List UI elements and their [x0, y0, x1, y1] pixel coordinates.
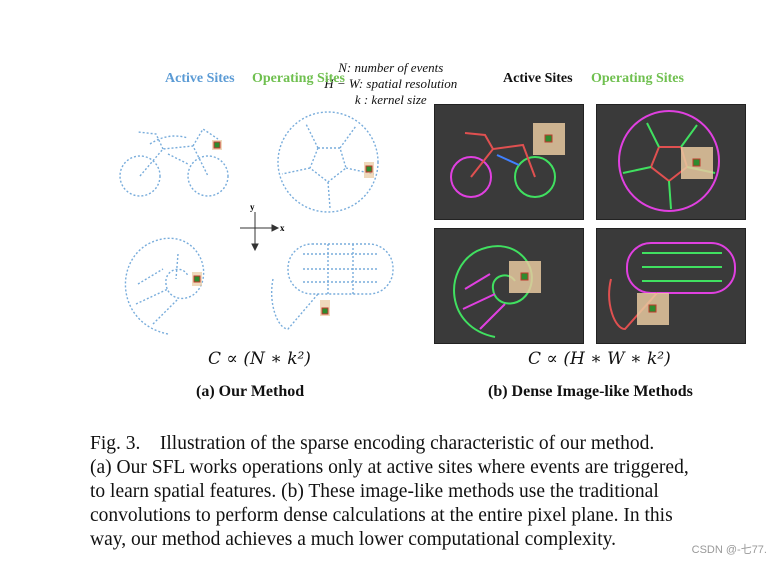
left-operating-sites-label: Operating Sites	[252, 71, 345, 86]
right-operating-sites-label: Operating Sites	[591, 71, 684, 86]
figure-caption: Fig. 3. Illustration of the sparse encod…	[90, 432, 760, 552]
sparse-event-panel: y x	[108, 104, 420, 344]
caption-line: way, our method achieves a much lower co…	[90, 529, 616, 550]
left-subcaption: (a) Our Method	[196, 383, 305, 400]
axis-y-label: y	[250, 202, 255, 212]
right-active-sites-label: Active Sites	[503, 71, 573, 86]
soccer-ball-sketch	[277, 111, 379, 213]
left-complexity-formula: C ∝ (N ∗ k²)	[208, 349, 311, 369]
tuba-sketch	[271, 243, 394, 330]
dense-tile-motorbike	[434, 104, 584, 220]
caption-line: (a) Our SFL works operations only at act…	[90, 457, 689, 478]
legend-kernel: k : kernel size	[354, 92, 427, 107]
left-active-sites-label: Active Sites	[165, 71, 235, 86]
right-complexity-formula: C ∝ (H ∗ W ∗ k²)	[528, 349, 671, 369]
nautilus-sketch	[124, 237, 205, 335]
figure-legend: N: number of events H − W: spatial resol…	[0, 44, 775, 108]
caption-line: convolutions to perform dense calculatio…	[90, 505, 673, 526]
motorbike-sketch	[119, 128, 229, 197]
watermark: CSDN @-七77.	[691, 544, 767, 556]
dense-image-panel	[434, 104, 750, 344]
legend-resolution: H − W: spatial resolution	[324, 76, 458, 91]
caption-line: Fig. 3. Illustration of the sparse encod…	[90, 433, 655, 454]
legend-events: N: number of events	[338, 60, 444, 75]
dense-tile-soccer-ball	[596, 104, 746, 220]
right-subcaption: (b) Dense Image-like Methods	[488, 383, 693, 400]
axis-x-label: x	[280, 223, 285, 233]
operating-site-markers	[192, 140, 374, 316]
caption-line: to learn spatial features. (b) These ima…	[90, 481, 659, 502]
sparse-event-illustrations: y x	[119, 111, 394, 335]
axis-indicator	[240, 212, 280, 252]
dense-tile-tuba	[596, 228, 746, 344]
dense-tile-nautilus	[434, 228, 584, 344]
